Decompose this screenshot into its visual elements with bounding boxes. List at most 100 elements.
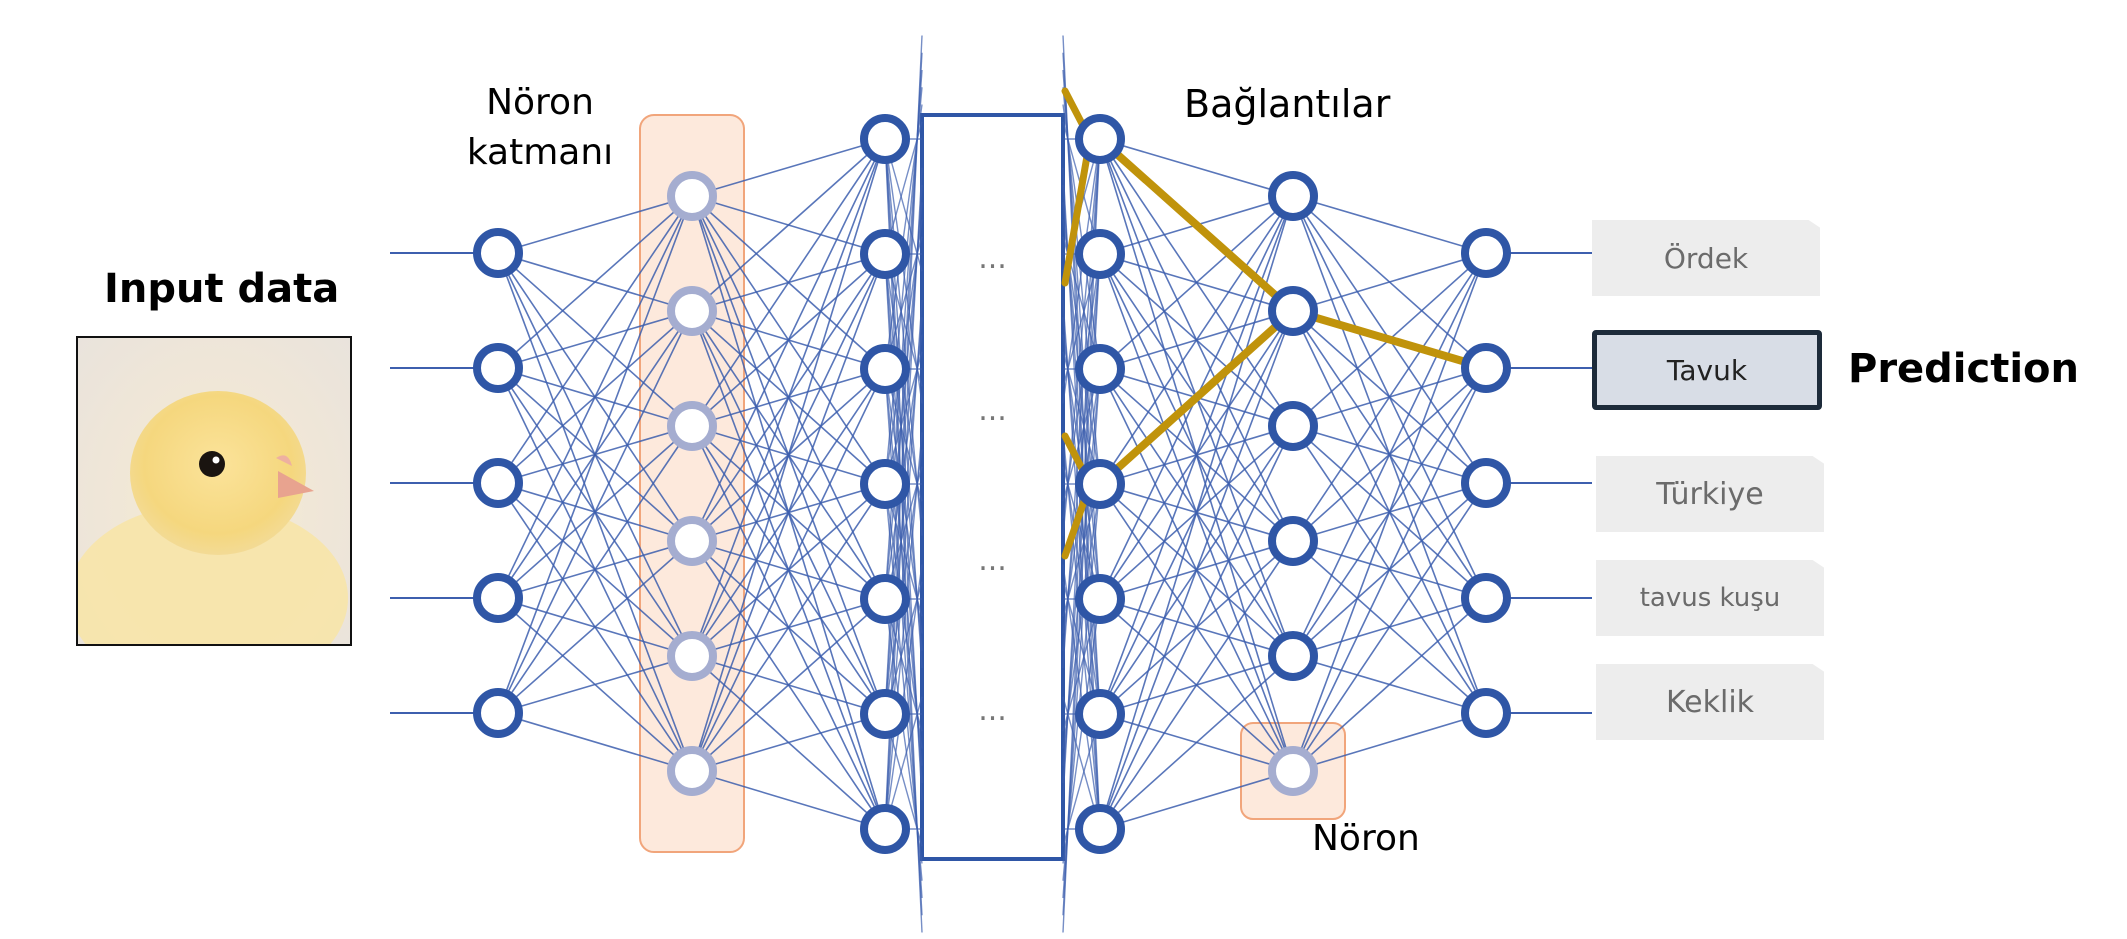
neuron bbox=[1461, 458, 1511, 508]
neuron bbox=[860, 804, 910, 854]
neuron bbox=[1075, 459, 1125, 509]
connection-edge bbox=[1099, 425, 1294, 830]
connection-edge bbox=[691, 138, 886, 427]
connection-edge bbox=[691, 713, 886, 772]
connection-edge bbox=[1292, 252, 1487, 772]
input-data-label: Input data bbox=[104, 266, 340, 312]
connection-edge bbox=[497, 540, 693, 714]
connection-edge bbox=[1099, 655, 1294, 830]
neuron bbox=[1075, 344, 1125, 394]
neuron bbox=[1268, 286, 1318, 336]
output-label: Ördek bbox=[1592, 220, 1820, 296]
connection-edge bbox=[691, 138, 886, 772]
connection-edge bbox=[1099, 310, 1294, 830]
connection-edge bbox=[1292, 252, 1487, 312]
neuron bbox=[1075, 689, 1125, 739]
neuron bbox=[1268, 516, 1318, 566]
connection-edge bbox=[1099, 770, 1294, 830]
highlighted-layer-band bbox=[639, 114, 745, 853]
prediction-label: Prediction bbox=[1848, 346, 2080, 392]
connection-edge bbox=[691, 138, 886, 542]
output-label: tavus kuşu bbox=[1596, 560, 1824, 636]
faded-neuron bbox=[1268, 746, 1318, 796]
gap-edge bbox=[1062, 138, 1101, 404]
neuron bbox=[860, 344, 910, 394]
ellipsis-text: ... bbox=[978, 241, 1007, 276]
connection-edge bbox=[691, 368, 886, 772]
connection-edge bbox=[1099, 540, 1294, 830]
connection-edge bbox=[497, 195, 693, 599]
highlighted-connection bbox=[1096, 135, 1297, 315]
neuron bbox=[473, 458, 523, 508]
connection-edge bbox=[497, 195, 693, 254]
gap-edge bbox=[884, 564, 923, 830]
connection-edge bbox=[1099, 138, 1294, 197]
neuron bbox=[1075, 804, 1125, 854]
neuron bbox=[473, 228, 523, 278]
connection-edge bbox=[497, 655, 693, 714]
output-label-selected: Tavuk bbox=[1592, 330, 1822, 410]
layer-label-line2: katmanı bbox=[466, 132, 614, 173]
gap-edge bbox=[884, 138, 923, 404]
connection-edge bbox=[497, 195, 693, 369]
neuron bbox=[1268, 401, 1318, 451]
neuron bbox=[1461, 688, 1511, 738]
gap-edge bbox=[884, 299, 923, 830]
hidden-layers-box bbox=[920, 113, 1065, 861]
gap-edge bbox=[1062, 564, 1101, 830]
neuron bbox=[860, 114, 910, 164]
connection-edge bbox=[691, 483, 886, 772]
neuron bbox=[1268, 631, 1318, 681]
connection-edge bbox=[1292, 252, 1487, 657]
connection-edge bbox=[691, 138, 886, 312]
connection-edge bbox=[1292, 597, 1487, 772]
connection-edge bbox=[691, 598, 886, 772]
connection-edge bbox=[691, 253, 886, 772]
neuron bbox=[860, 229, 910, 279]
connection-edge bbox=[497, 195, 693, 714]
neuron bbox=[1461, 228, 1511, 278]
connection-edge bbox=[497, 310, 693, 714]
ellipsis-text: ... bbox=[978, 693, 1007, 728]
ellipsis-text: ... bbox=[978, 543, 1007, 578]
neuron bbox=[1268, 171, 1318, 221]
ellipsis-text: ... bbox=[978, 393, 1007, 428]
layer-label: Nöron katmanı bbox=[440, 78, 640, 178]
neuron-label: Nöron bbox=[1312, 818, 1420, 859]
connection-edge bbox=[1099, 195, 1294, 370]
chick-photo bbox=[76, 336, 352, 646]
neuron bbox=[473, 688, 523, 738]
neuron bbox=[1075, 114, 1125, 164]
faded-neuron bbox=[667, 401, 717, 451]
layer-label-line1: Nöron bbox=[486, 82, 594, 123]
neuron bbox=[473, 573, 523, 623]
faded-neuron bbox=[667, 286, 717, 336]
faded-neuron bbox=[667, 516, 717, 566]
neuron bbox=[1461, 343, 1511, 393]
neuron bbox=[1461, 573, 1511, 623]
connection-edge bbox=[497, 425, 693, 714]
highlighted-connection-stub bbox=[1061, 135, 1094, 287]
neuron bbox=[860, 574, 910, 624]
connection-edge bbox=[1099, 195, 1294, 830]
connection-edge bbox=[1292, 482, 1487, 772]
connection-edge bbox=[1292, 195, 1487, 254]
connection-edge bbox=[691, 138, 886, 657]
connection-edge bbox=[497, 195, 693, 484]
gap-edge bbox=[1062, 432, 1101, 830]
connection-edge bbox=[1099, 195, 1294, 485]
chick-image bbox=[78, 391, 348, 644]
connection-edge bbox=[1292, 367, 1487, 772]
connection-edge bbox=[1292, 252, 1487, 542]
connection-edge bbox=[1292, 712, 1487, 772]
faded-neuron bbox=[667, 171, 717, 221]
faded-neuron bbox=[667, 746, 717, 796]
highlighted-connection bbox=[1096, 307, 1297, 488]
output-label: Türkiye bbox=[1596, 456, 1824, 532]
neuron bbox=[860, 689, 910, 739]
neuron bbox=[1075, 574, 1125, 624]
connection-edge bbox=[497, 712, 693, 772]
output-label: Keklik bbox=[1596, 664, 1824, 740]
